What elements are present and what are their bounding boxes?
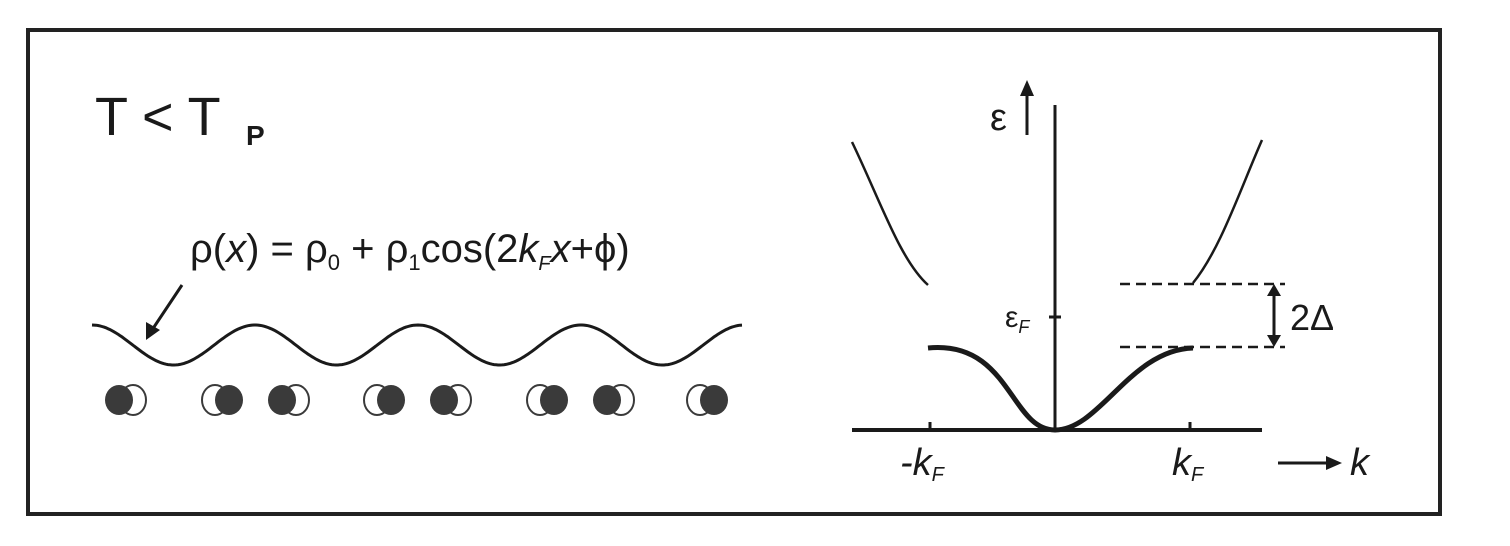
- svg-text:ρ(x) = ρ0 + ρ1cos(2kFx+ϕ): ρ(x) = ρ0 + ρ1cos(2kFx+ϕ): [190, 227, 630, 275]
- upper-band-right: [1192, 139, 1264, 284]
- atom: [430, 384, 472, 416]
- neg-kf-label: -kF: [900, 442, 946, 486]
- lower-band: [927, 345, 1194, 433]
- atom: [686, 384, 728, 416]
- energy-axis-arrowhead: [1020, 80, 1034, 96]
- formula-pointer-arrow: [146, 284, 184, 340]
- energy-axis-label: ε: [990, 97, 1007, 139]
- atom: [593, 384, 635, 416]
- fermi-level-label: εF: [1005, 301, 1030, 337]
- temperature-condition-sub: P: [246, 120, 265, 151]
- charge-density-formula: ρ(x) = ρ0 + ρ1cos(2kFx+ϕ): [190, 227, 630, 275]
- k-axis-label: k: [1350, 442, 1371, 484]
- upper-band-left: [850, 141, 929, 286]
- charge-density-wave: [91, 323, 743, 367]
- k-arrowhead: [1326, 456, 1342, 470]
- pos-kf-label: kF: [1172, 442, 1205, 486]
- band-structure: ε εF 2Δ -kF kF k: [850, 80, 1371, 486]
- atom: [105, 384, 147, 416]
- diagram-frame: [26, 28, 1442, 516]
- atom-chain: [105, 384, 728, 416]
- atom: [363, 384, 405, 416]
- atom: [201, 384, 243, 416]
- temperature-condition: T < T: [95, 87, 221, 147]
- atom: [526, 384, 568, 416]
- atom: [268, 384, 310, 416]
- gap-label: 2Δ: [1290, 297, 1334, 338]
